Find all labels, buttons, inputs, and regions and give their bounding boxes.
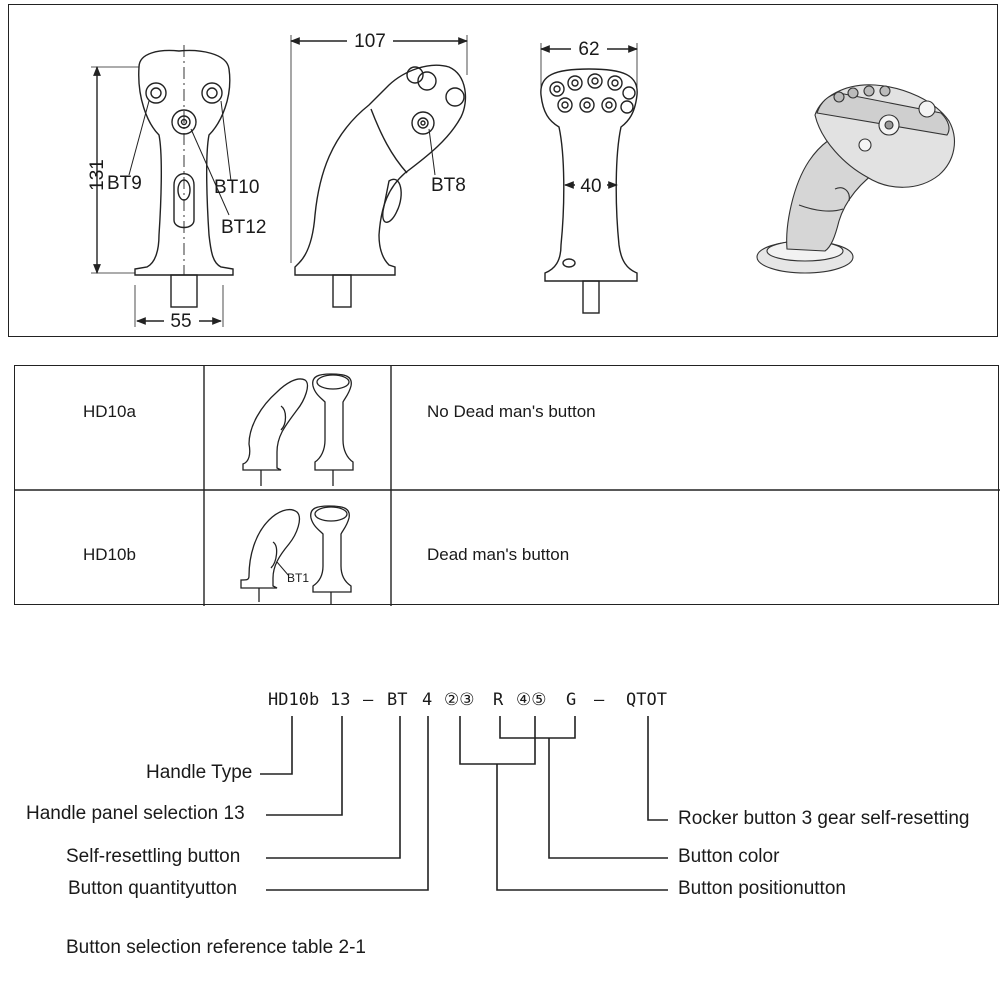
code-r: R (493, 690, 504, 710)
row-hd10b-description: Dead man's button (427, 545, 570, 564)
label-bt8: BT8 (431, 175, 466, 196)
dim-height: 131 (87, 159, 108, 191)
code-g: G (566, 690, 577, 710)
label-bt9: BT9 (107, 173, 142, 194)
label-bt12: BT12 (221, 217, 266, 238)
code-dash-2: – (594, 690, 605, 710)
row-hd10b-model: HD10b (83, 545, 136, 564)
rear-view (540, 43, 638, 314)
code-quantity: 4 (422, 690, 433, 710)
label-position: Button positionutton (678, 878, 846, 899)
hd10a-sketch (242, 373, 354, 486)
row-hd10a-description: No Dead man's button (427, 402, 596, 421)
dim-side-width: 107 (354, 31, 386, 52)
perspective-view (756, 84, 955, 274)
code-position: ②③ (444, 690, 475, 710)
joystick-drawings: 131 55 BT9 BT10 BT12 107 BT8 (87, 29, 955, 332)
dim-top-width: 62 (578, 39, 599, 60)
label-quantity: Button quantityutton (68, 878, 238, 899)
hd10b-callout: BT1 (287, 571, 309, 585)
label-color: Button color (678, 846, 780, 867)
model-table: BT1 HD10a No Dead man's button HD10b Dea… (14, 365, 1000, 606)
front-view (91, 45, 234, 327)
label-rocker: Rocker button 3 gear self-resetting (678, 808, 970, 829)
code-dash-1: – (363, 690, 374, 710)
footer-caption: Button selection reference table 2-1 (66, 937, 366, 958)
code-panel: 13 (330, 690, 351, 710)
code-rocker: QTOT (626, 690, 667, 710)
hd10b-sketch (240, 505, 352, 604)
side-view (290, 35, 468, 308)
code-color: ④⑤ (516, 690, 547, 710)
label-bt10: BT10 (214, 177, 259, 198)
label-panel-selection: Handle panel selection 13 (26, 803, 245, 824)
label-handle-type: Handle Type (146, 762, 253, 783)
dim-base-width: 55 (170, 311, 191, 332)
row-hd10a-model: HD10a (83, 402, 136, 421)
dim-neck-width: 40 (580, 176, 601, 197)
code-bt: BT (387, 690, 408, 710)
code-handle-type: HD10b (268, 690, 320, 710)
drawing-panel: 131 55 BT9 BT10 BT12 107 BT8 (8, 4, 998, 337)
label-self-resetting: Self-resettling button (66, 846, 241, 867)
